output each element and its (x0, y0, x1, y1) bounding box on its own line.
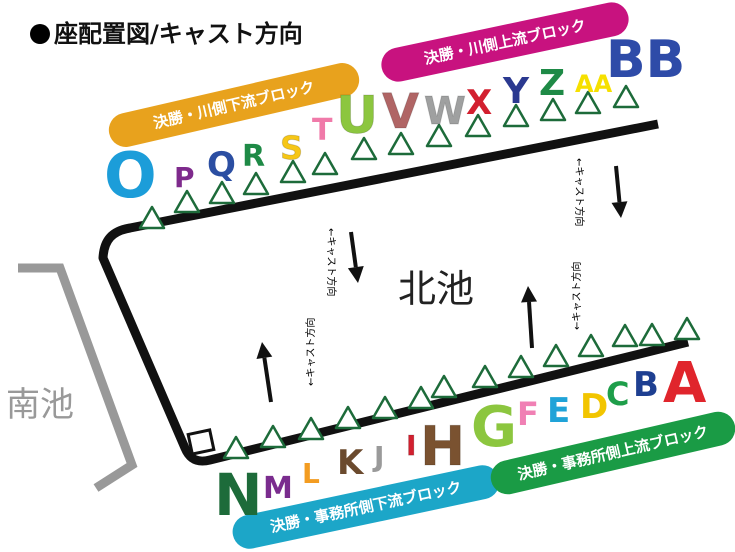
seat-label-bb: BB (606, 30, 686, 90)
cast-arrow-icon (611, 165, 628, 218)
bullet-icon (30, 24, 50, 44)
south-pond-outline (18, 263, 138, 492)
seat-marker (638, 322, 666, 347)
seat-label-t: T (312, 113, 333, 148)
cast-arrow-icon (347, 231, 364, 283)
cast-label-right: ←キャスト方向 (572, 261, 583, 330)
seat-label-i: I (405, 429, 417, 462)
seat-label-k: K (337, 443, 364, 483)
south-pond-label: 南池 (6, 385, 74, 425)
seat-marker (371, 395, 399, 420)
cast-label-center: ←キャスト方向 (325, 228, 336, 297)
seat-marker (611, 323, 639, 348)
seat-marker (430, 374, 458, 399)
seat-marker (173, 189, 201, 214)
seat-marker (673, 316, 701, 341)
seat-marker (222, 435, 250, 460)
seat-label-n: N (214, 461, 263, 529)
seat-marker (279, 159, 307, 184)
seat-marker (612, 84, 640, 109)
seat-label-b: B (633, 365, 659, 405)
seat-marker (425, 123, 453, 148)
seat-marker (138, 205, 166, 230)
seat-label-aa: AA (575, 70, 613, 98)
seat-marker (259, 424, 287, 449)
seat-marker (208, 180, 236, 205)
seat-label-p: P (174, 161, 195, 194)
cast-label-left: ←キャスト方向 (306, 317, 317, 386)
seat-label-g: G (471, 395, 517, 460)
seat-marker (542, 343, 570, 368)
seat-markers (138, 84, 701, 460)
cast-arrows (256, 165, 628, 403)
seat-marker (574, 90, 602, 115)
seat-marker (297, 416, 325, 441)
seat-label-e: E (547, 391, 571, 431)
north-pond-shoreline (98, 119, 690, 466)
seat-label-h: H (419, 415, 466, 478)
seat-marker (334, 405, 362, 430)
cast-arrow-icon (256, 342, 273, 403)
seat-label-d: D (580, 387, 609, 427)
seat-marker (387, 131, 415, 156)
seat-label-r: R (242, 139, 266, 174)
seat-marker (539, 97, 567, 122)
cast-label-top-right: ←キャスト方向 (573, 158, 584, 227)
seat-label-j: J (374, 440, 385, 473)
seat-label-x: X (466, 83, 493, 123)
seat-marker (502, 103, 530, 128)
page-title: 座配置図/キャスト方向 (30, 14, 303, 49)
seat-label-y: Y (503, 71, 530, 112)
office-box-icon (186, 428, 216, 456)
seat-marker (242, 171, 270, 196)
seat-label-a: A (663, 351, 707, 416)
cast-arrow-icon (521, 286, 538, 349)
seat-marker (464, 113, 492, 138)
seat-marker (407, 385, 435, 410)
seat-label-v: V (381, 84, 420, 140)
seat-marker (350, 136, 378, 161)
seat-marker (507, 354, 535, 379)
seat-label-s: S (279, 129, 304, 167)
seat-label-u: U (335, 86, 379, 146)
seat-label-q: Q (207, 145, 236, 185)
title-text: 座配置図/キャスト方向 (54, 20, 303, 48)
seat-marker (471, 364, 499, 389)
seat-label-c: C (606, 375, 630, 413)
north-pond-label: 北池 (398, 267, 475, 311)
seat-label-w: W (424, 89, 467, 133)
seat-marker (311, 151, 339, 176)
seat-label-l: L (302, 457, 320, 490)
seat-label-f: F (517, 395, 539, 433)
seat-label-m: M (263, 471, 293, 506)
seat-label-z: Z (539, 63, 566, 104)
seat-marker (577, 333, 605, 358)
seat-label-o: O (104, 139, 157, 212)
